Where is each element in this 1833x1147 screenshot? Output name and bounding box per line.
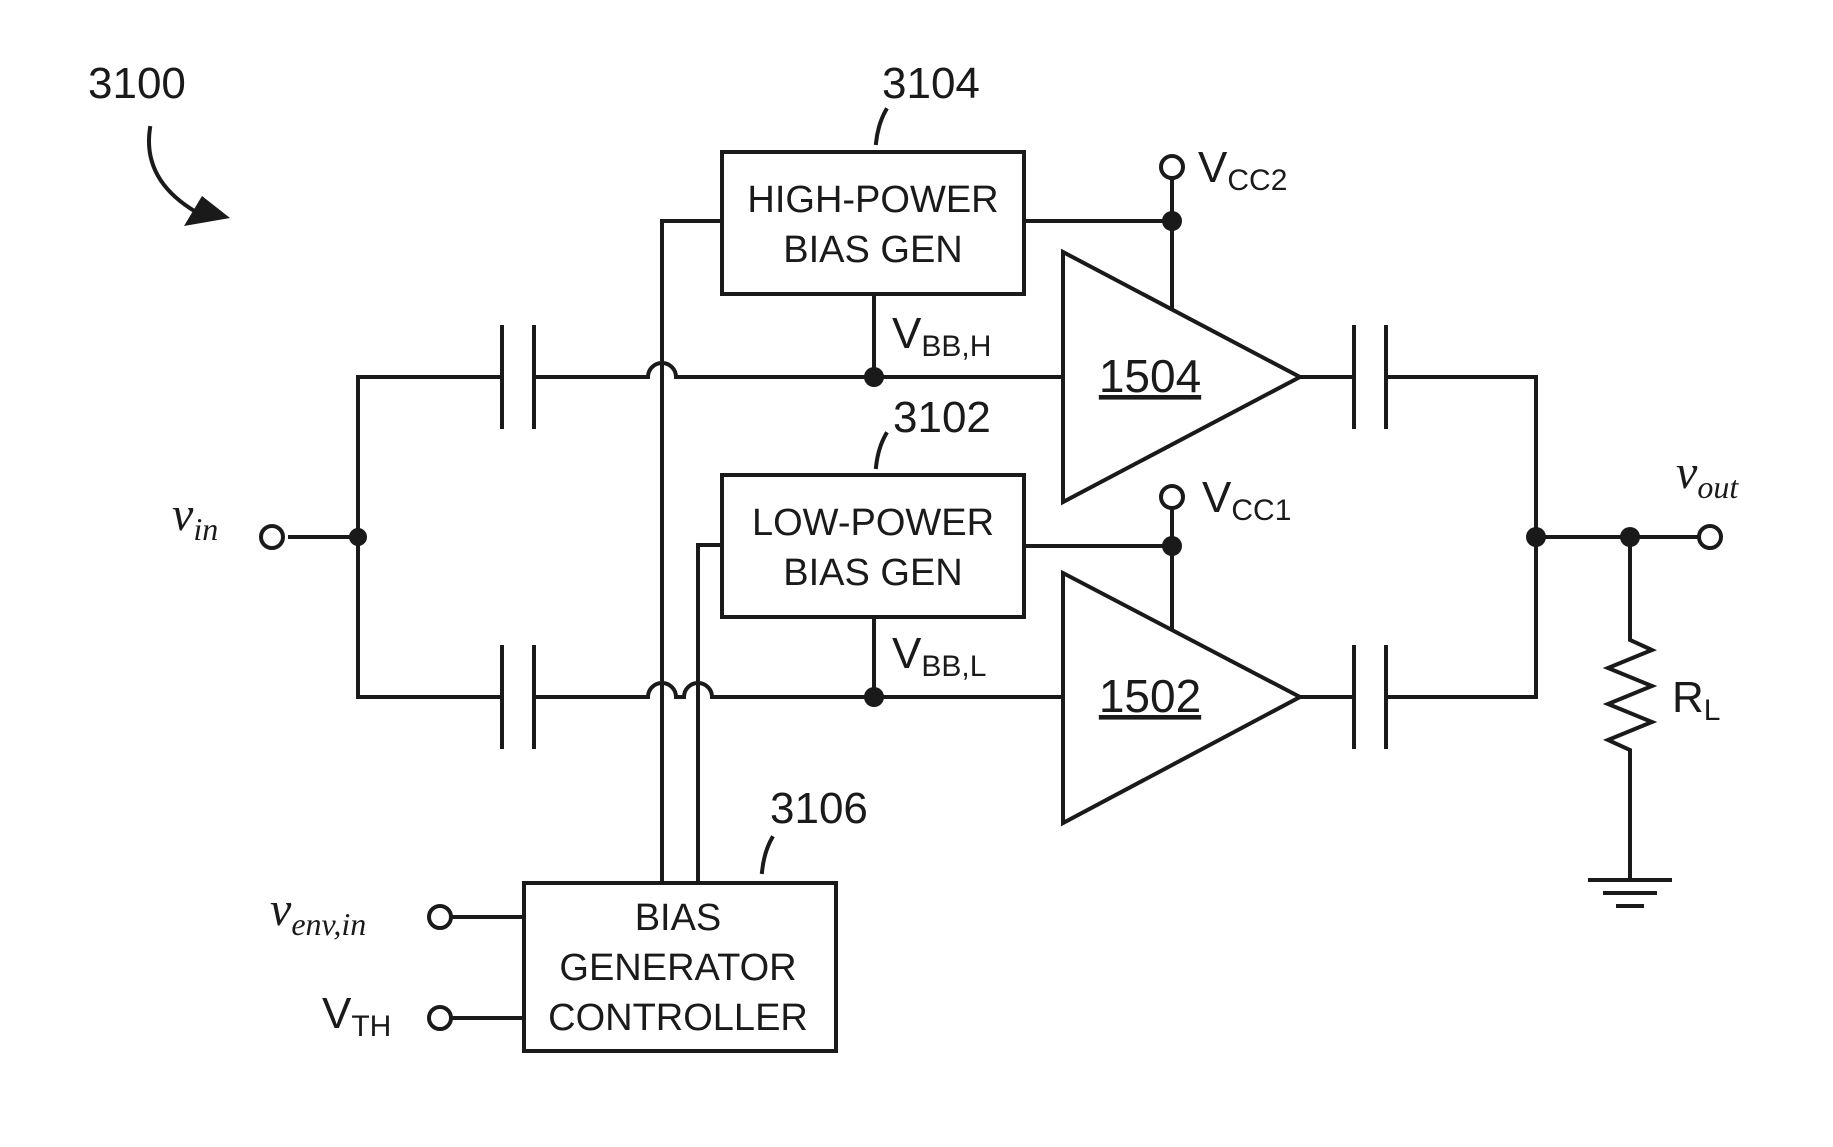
figure-ref-arrow xyxy=(149,128,196,212)
output-combine-dot xyxy=(1526,527,1546,547)
low-power-bias-gen-block xyxy=(722,475,1024,617)
low-power-bias-gen-line2: BIAS GEN xyxy=(783,552,963,594)
input-network xyxy=(290,327,534,747)
vth-label: VTH xyxy=(322,989,391,1043)
low-power-bias-gen-line1: LOW-POWER xyxy=(752,502,994,544)
vbb-h-junction-dot xyxy=(864,367,884,387)
controller-ref-leader xyxy=(762,838,772,872)
high-power-bias-gen-ref-leader xyxy=(876,110,886,143)
low-signal-line xyxy=(534,683,1060,697)
high-signal-line xyxy=(534,363,1060,377)
controller-line2: GENERATOR xyxy=(559,947,796,989)
vbb-l-junction-dot xyxy=(864,687,884,707)
vin-terminal xyxy=(261,526,283,548)
vth-terminal xyxy=(429,1007,451,1029)
ground-symbol xyxy=(1590,880,1670,906)
figure-ref-label: 3100 xyxy=(88,59,186,108)
vcc2-terminal xyxy=(1161,156,1183,178)
vcc1-terminal xyxy=(1161,486,1183,508)
vin-label: vin xyxy=(172,488,218,547)
vbb-l-label: VBB,L xyxy=(892,629,986,683)
vin-junction-dot xyxy=(349,528,367,546)
high-power-bias-gen-block xyxy=(722,152,1024,294)
controller-line3: CONTROLLER xyxy=(548,997,808,1039)
rl-label: RL xyxy=(1672,673,1720,727)
venv-in-terminal xyxy=(429,906,451,928)
vcc2-label: VCC2 xyxy=(1198,143,1287,197)
vout-terminal xyxy=(1699,526,1721,548)
high-power-bias-gen-ref: 3104 xyxy=(882,59,980,108)
vcc1-label: VCC1 xyxy=(1202,473,1291,527)
vcc2-junction-dot xyxy=(1162,211,1182,231)
controller-ref: 3106 xyxy=(770,784,868,833)
amplifier-1502-label: 1502 xyxy=(1099,670,1201,722)
output-network xyxy=(1300,327,1700,747)
vbb-h-label: VBB,H xyxy=(892,309,991,363)
vout-label: vout xyxy=(1676,446,1739,505)
load-resistor xyxy=(1608,537,1652,880)
high-power-bias-gen-line2: BIAS GEN xyxy=(783,229,963,271)
amplifier-1504-label: 1504 xyxy=(1099,350,1201,402)
high-power-bias-gen-line1: HIGH-POWER xyxy=(747,179,998,221)
low-power-bias-gen-ref-leader xyxy=(876,434,886,467)
vcc1-junction-dot xyxy=(1162,536,1182,556)
control-wire-high xyxy=(662,221,722,883)
control-wire-low xyxy=(698,545,722,883)
low-power-bias-gen-ref: 3102 xyxy=(893,393,991,442)
controller-line1: BIAS xyxy=(635,897,722,939)
venv-in-label: venv,in xyxy=(270,883,366,942)
